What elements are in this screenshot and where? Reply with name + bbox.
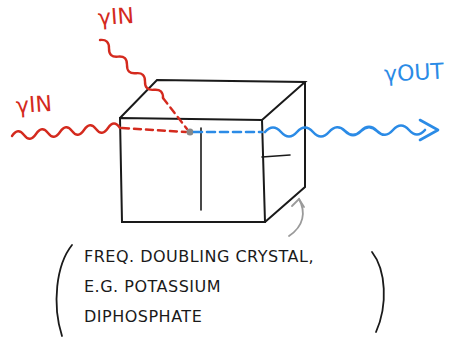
left-bracket [57,245,72,336]
input-photons [12,40,187,139]
photon-label: γIN [97,3,135,30]
crystal-box [120,80,305,222]
pointer-line [289,199,303,236]
arrowhead [420,120,438,140]
hidden-edge [262,155,290,157]
crystal-front-face [120,118,265,222]
output-photon [194,120,438,140]
pointer-head [292,199,304,207]
right-bracket [372,252,384,332]
photon-label: γOUT [383,58,444,86]
caption-note: FREQ. DOUBLING CRYSTAL, E.G. POTASSIUM D… [84,242,324,332]
output-beam-inside [194,131,262,134]
photon-label: γIN [15,91,53,118]
input-wave [12,124,120,139]
output-wave [265,126,425,137]
hidden-edge [200,128,202,210]
input-beam-inside [163,98,187,129]
interaction-point [187,129,194,136]
input-beam-inside [122,128,186,132]
crystal-side-face [265,82,305,222]
input-wave [100,40,163,98]
pointer-arrow [289,199,304,236]
crystal-top-face [120,80,305,120]
